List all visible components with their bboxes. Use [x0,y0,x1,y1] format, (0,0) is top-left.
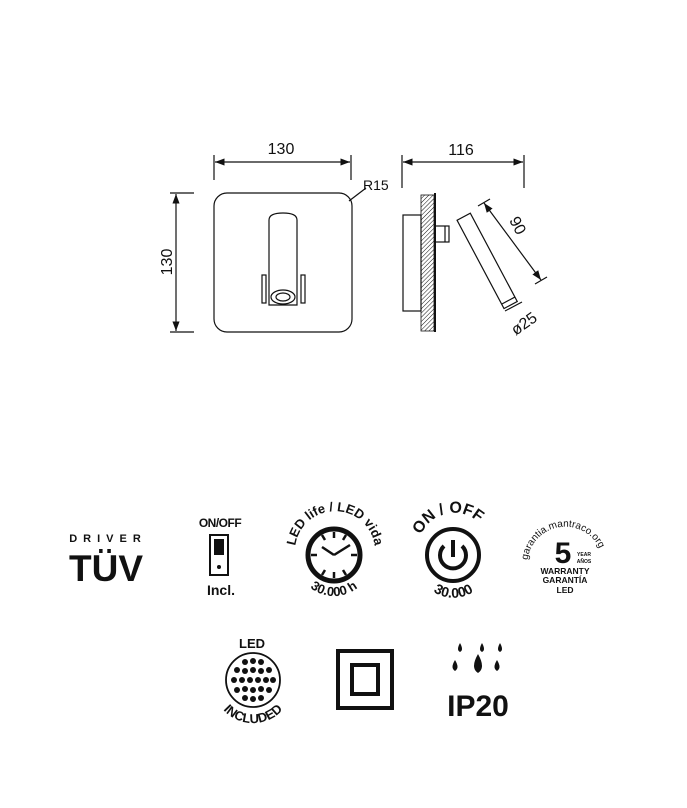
svg-text:IP20: IP20 [447,690,509,723]
svg-text:INCLUDED: INCLUDED [221,701,285,726]
svg-text:LED: LED [557,585,574,595]
svg-text:LED life / LED vida: LED life / LED vida [283,499,386,547]
led-life-clock-icon: LED life / LED vida 30.000 h [283,499,386,599]
svg-text:30.000: 30.000 [432,580,476,601]
wall-hatch [420,194,435,332]
svg-text:TÜV: TÜV [69,548,143,589]
front-view: 130 130 R15 [159,141,389,333]
svg-text:YEAR: YEAR [577,552,591,558]
svg-text:ON/OFF: ON/OFF [199,516,241,530]
arm-length-label: 90 [505,214,528,238]
radius-label: R15 [363,177,389,193]
wall-plate [213,192,353,333]
svg-text:GARANTÍA: GARANTÍA [543,575,588,585]
warranty-icon: garantia.mantraco.org 5 YEAR AÑOS WARRAN… [520,519,607,595]
svg-text:DRIVER: DRIVER [69,533,147,545]
svg-text:5: 5 [555,537,572,570]
driver-tuv-icon: DRIVER TÜV [69,533,147,589]
svg-text:WARRANTY: WARRANTY [540,566,589,576]
spotlight-tube [268,212,298,306]
switch-icon: ON/OFF Incl. [199,516,242,598]
on-off-cycles-icon: ON / OFF 30.000 [410,500,487,601]
side-view: 116 90 ø25 [401,142,548,339]
svg-text:Incl.: Incl. [207,582,235,598]
ip20-rating-icon: IP20 [447,643,509,723]
double-insulation-icon [336,649,394,710]
led-included-icon: LED INCLUDED [221,636,285,726]
front-width-label: 130 [268,141,295,158]
front-height-label: 130 [159,249,176,276]
side-depth-label: 116 [448,142,474,159]
svg-text:AÑOS: AÑOS [577,558,592,565]
head-diameter-label: ø25 [508,309,540,339]
svg-text:30.000 h: 30.000 h [308,578,359,599]
svg-text:LED: LED [239,636,265,651]
